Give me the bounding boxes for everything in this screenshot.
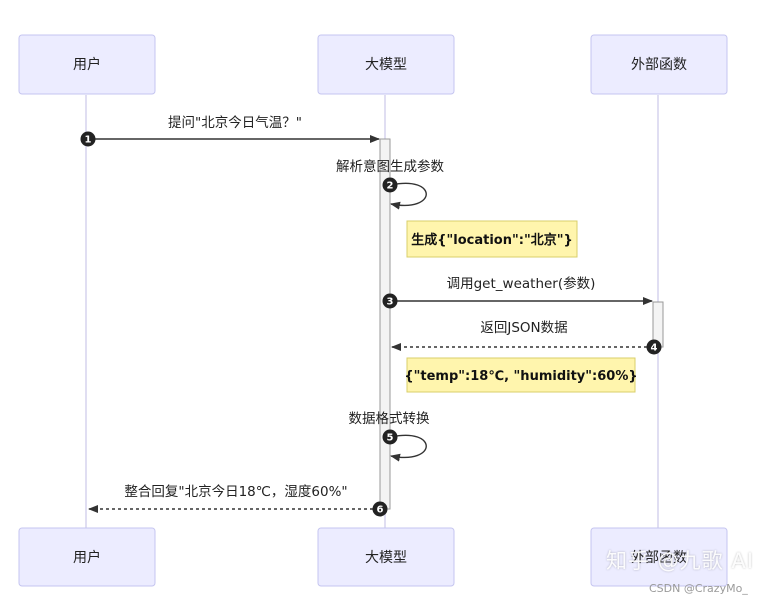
actor-external-label: 外部函数 xyxy=(631,57,687,73)
actor-user-label: 用户 xyxy=(73,56,101,73)
sequence-number-6: 6 xyxy=(372,501,388,517)
actor-model-bottom: 大模型 xyxy=(317,527,455,587)
actor-user-bottom: 用户 xyxy=(18,527,156,587)
sequence-number-2: 2 xyxy=(382,177,398,193)
actor-external-bottom-label: 外部函数 xyxy=(631,550,687,566)
svg-text:6: 6 xyxy=(377,505,384,516)
sequence-number-1: 1 xyxy=(80,131,96,147)
actor-model-label: 大模型 xyxy=(365,57,407,73)
sequence-number-4: 4 xyxy=(646,339,662,355)
sequence-number-5: 5 xyxy=(382,429,398,445)
note-location-text: 生成{"location":"北京"} xyxy=(411,232,573,248)
message-3-label: 调用get_weather(参数) xyxy=(447,275,596,292)
message-1-label: 提问"北京今日气温？" xyxy=(168,115,302,131)
note-weather-json-text: {"temp":18℃, "humidity":60%} xyxy=(404,369,637,384)
message-2-arrow xyxy=(390,182,427,210)
activation-model xyxy=(379,138,391,510)
actor-user-top: 用户 xyxy=(18,34,156,95)
svg-text:1: 1 xyxy=(85,135,92,146)
actor-external-bottom: 外部函数 xyxy=(590,527,728,587)
zhihu-watermark: 知乎 @九歌 AI xyxy=(606,549,754,573)
message-4-label: 返回JSON数据 xyxy=(480,320,567,336)
actor-model-top: 大模型 xyxy=(317,34,455,95)
note-location: 生成{"location":"北京"} xyxy=(406,220,578,258)
csdn-watermark: CSDN @CrazyMo_ xyxy=(649,582,748,595)
message-2-label: 解析意图生成参数 xyxy=(336,158,444,175)
actor-external-top: 外部函数 xyxy=(590,34,728,95)
message-6-label: 整合回复"北京今日18℃，湿度60%" xyxy=(124,483,347,500)
svg-text:5: 5 xyxy=(387,433,394,444)
note-weather-json: {"temp":18℃, "humidity":60%} xyxy=(404,357,638,393)
sequence-number-3: 3 xyxy=(382,293,398,309)
message-5-arrow xyxy=(390,434,427,462)
actor-model-bottom-label: 大模型 xyxy=(365,550,407,566)
actor-user-bottom-label: 用户 xyxy=(73,549,101,566)
svg-text:2: 2 xyxy=(387,181,394,192)
svg-text:3: 3 xyxy=(387,297,394,308)
message-5-label: 数据格式转换 xyxy=(349,411,430,427)
svg-text:4: 4 xyxy=(651,343,658,354)
